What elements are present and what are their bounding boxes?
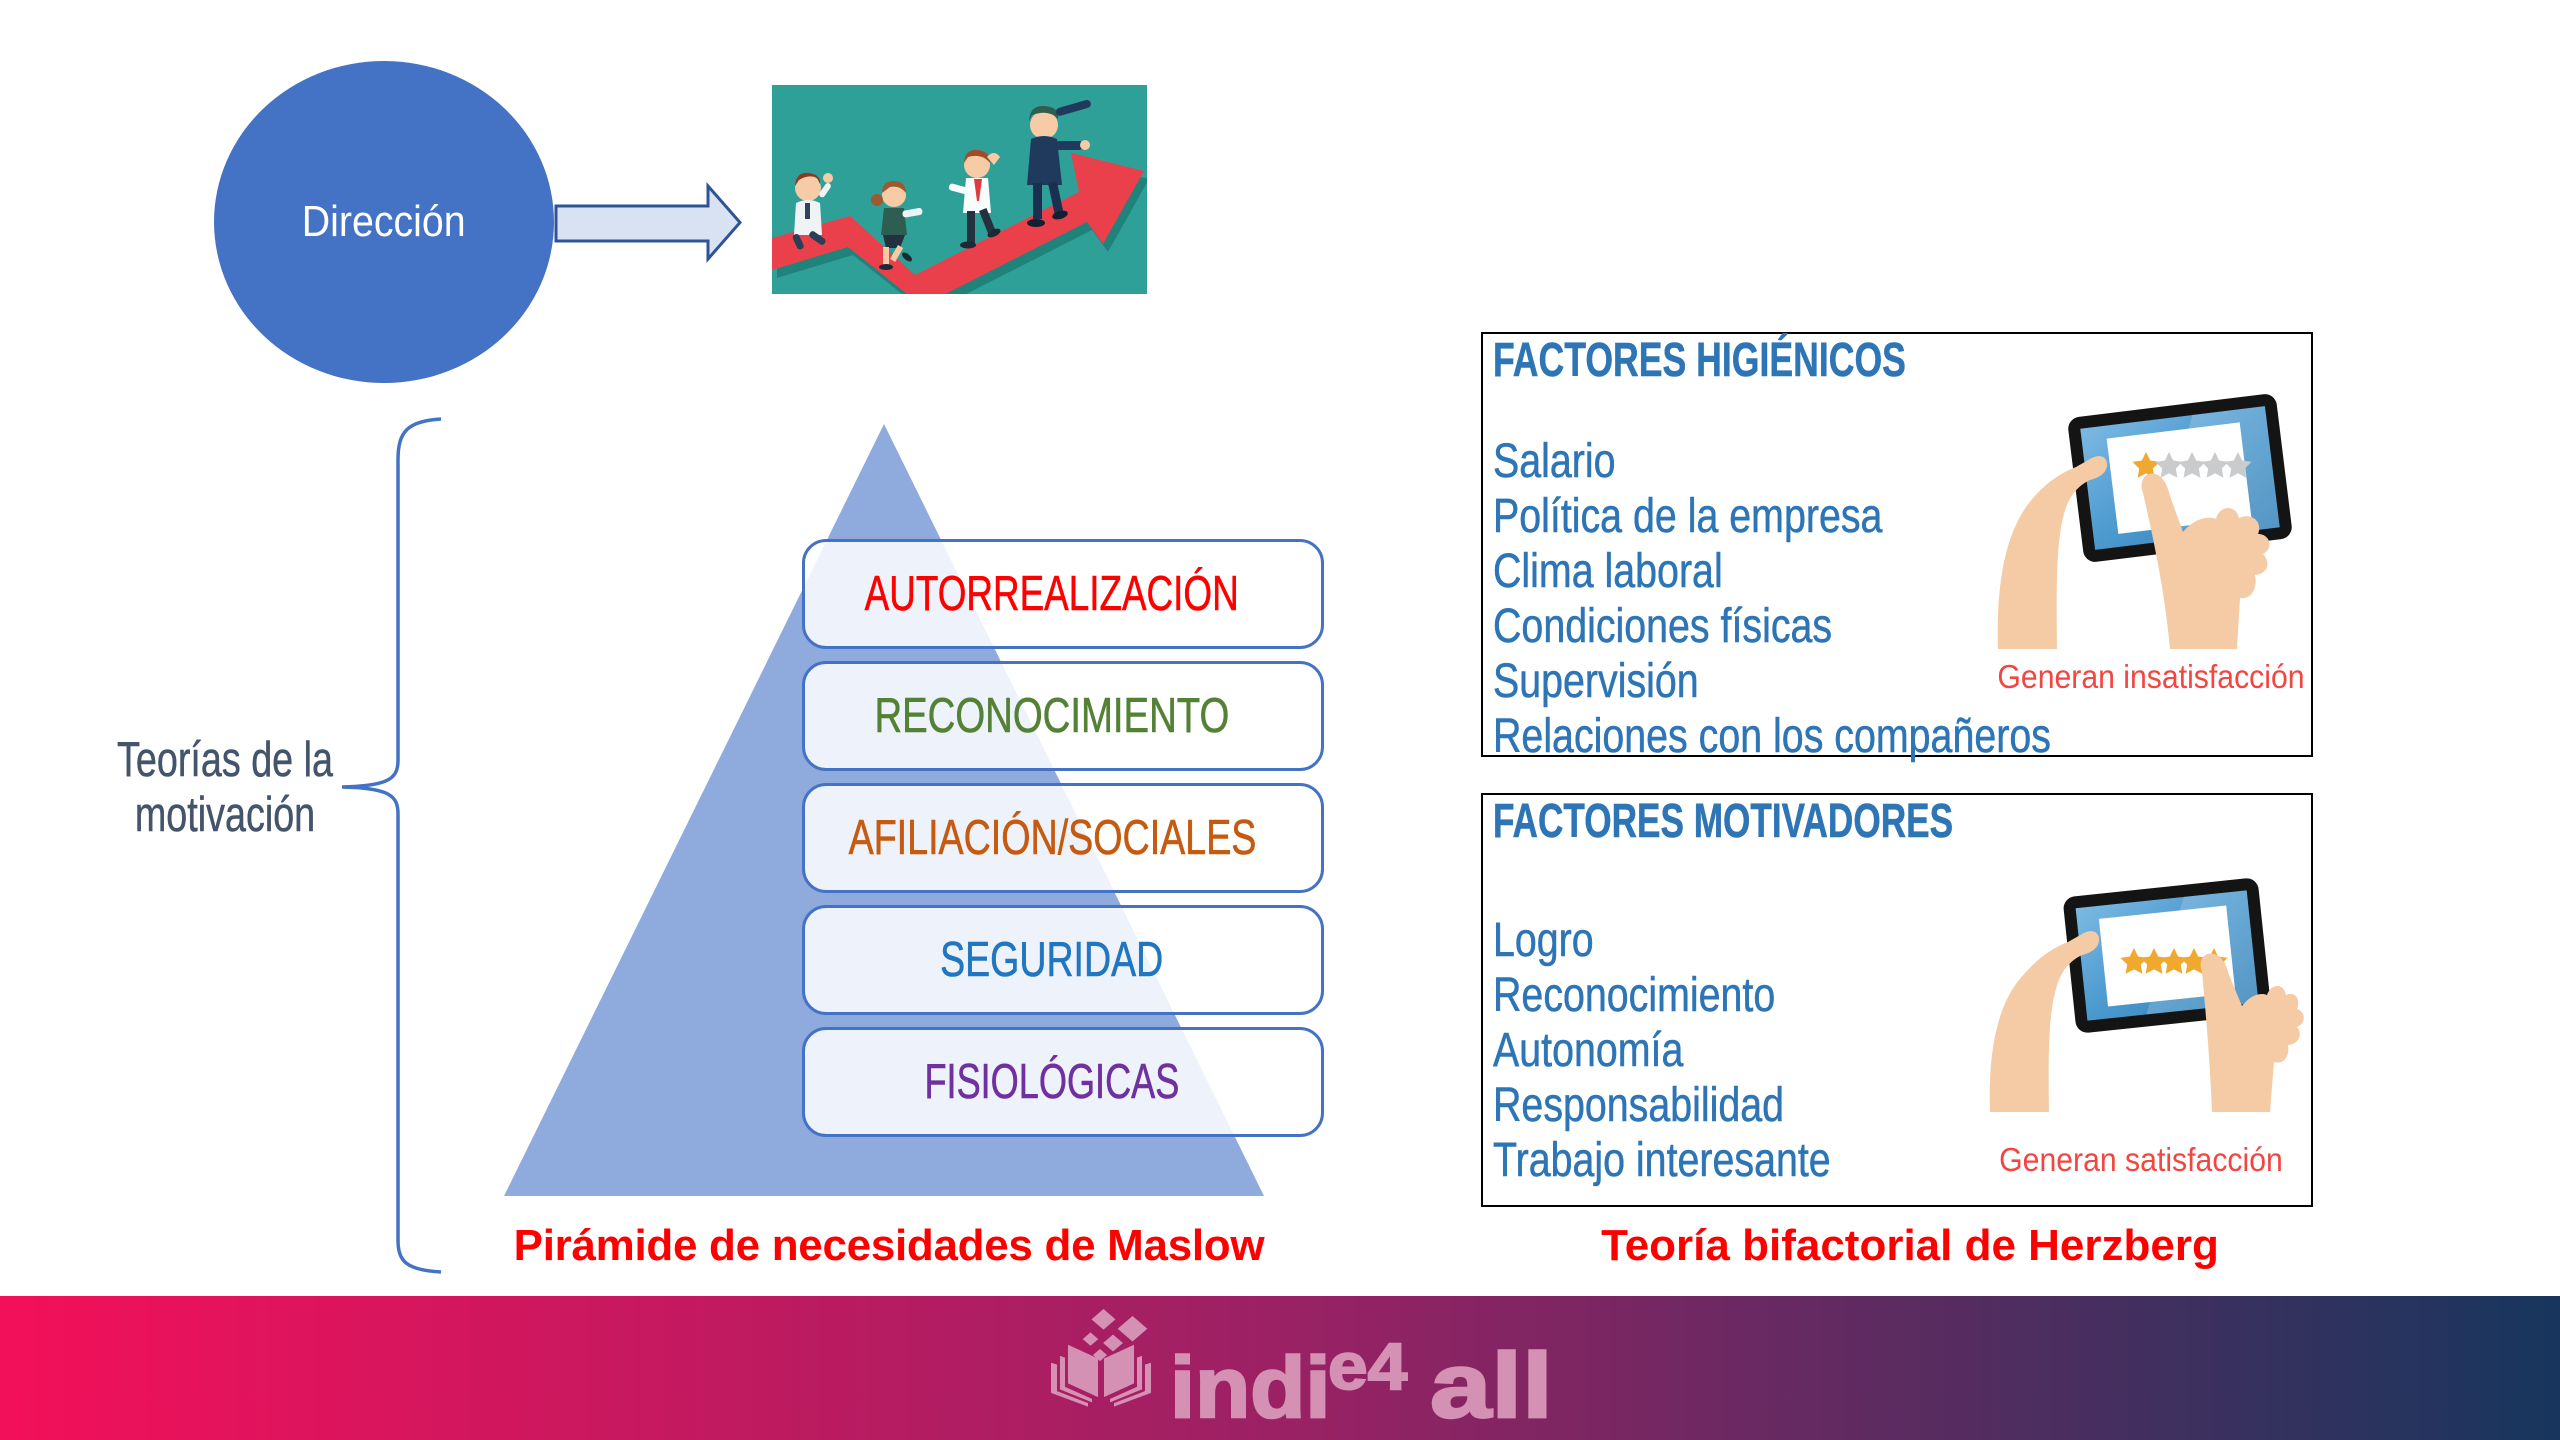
svg-text:e4: e4 (1328, 1329, 1407, 1403)
svg-text:indi: indi (1170, 1339, 1330, 1430)
svg-text:all: all (1430, 1334, 1553, 1430)
